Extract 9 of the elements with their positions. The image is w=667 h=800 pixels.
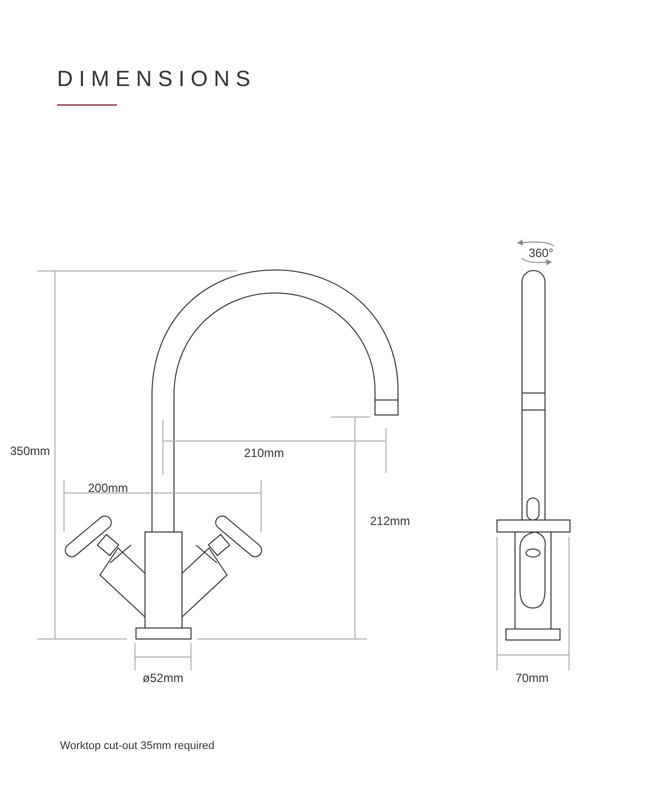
dimension-label: 70mm <box>515 671 549 685</box>
page-title: DIMENSIONS <box>57 66 256 92</box>
footnote: Worktop cut-out 35mm required <box>60 739 214 753</box>
dimension-label: 200mm <box>88 481 128 495</box>
dimension-label: 210mm <box>244 446 284 460</box>
dimension-label: ø52mm <box>142 671 184 685</box>
rotation-label: 360° <box>528 246 554 260</box>
dimension-label: 212mm <box>370 514 410 528</box>
dimension-label: 350mm <box>10 444 50 458</box>
